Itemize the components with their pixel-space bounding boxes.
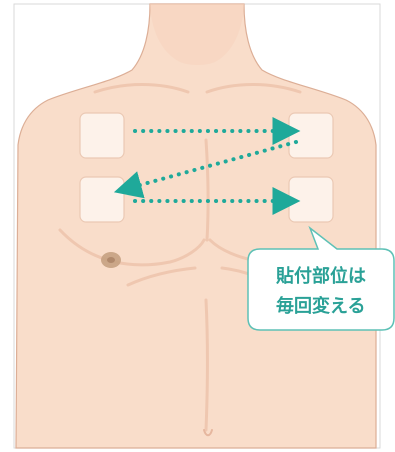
callout-line-1: 貼付部位は — [276, 265, 366, 287]
nipple-center — [107, 257, 115, 263]
abdomen-midline — [206, 300, 208, 430]
patch-top-right — [289, 113, 333, 158]
patch-bottom-right — [289, 177, 333, 222]
callout-line-2: 毎回変える — [276, 295, 365, 317]
patch-top-left — [80, 113, 124, 158]
patch-bottom-left — [80, 177, 124, 222]
